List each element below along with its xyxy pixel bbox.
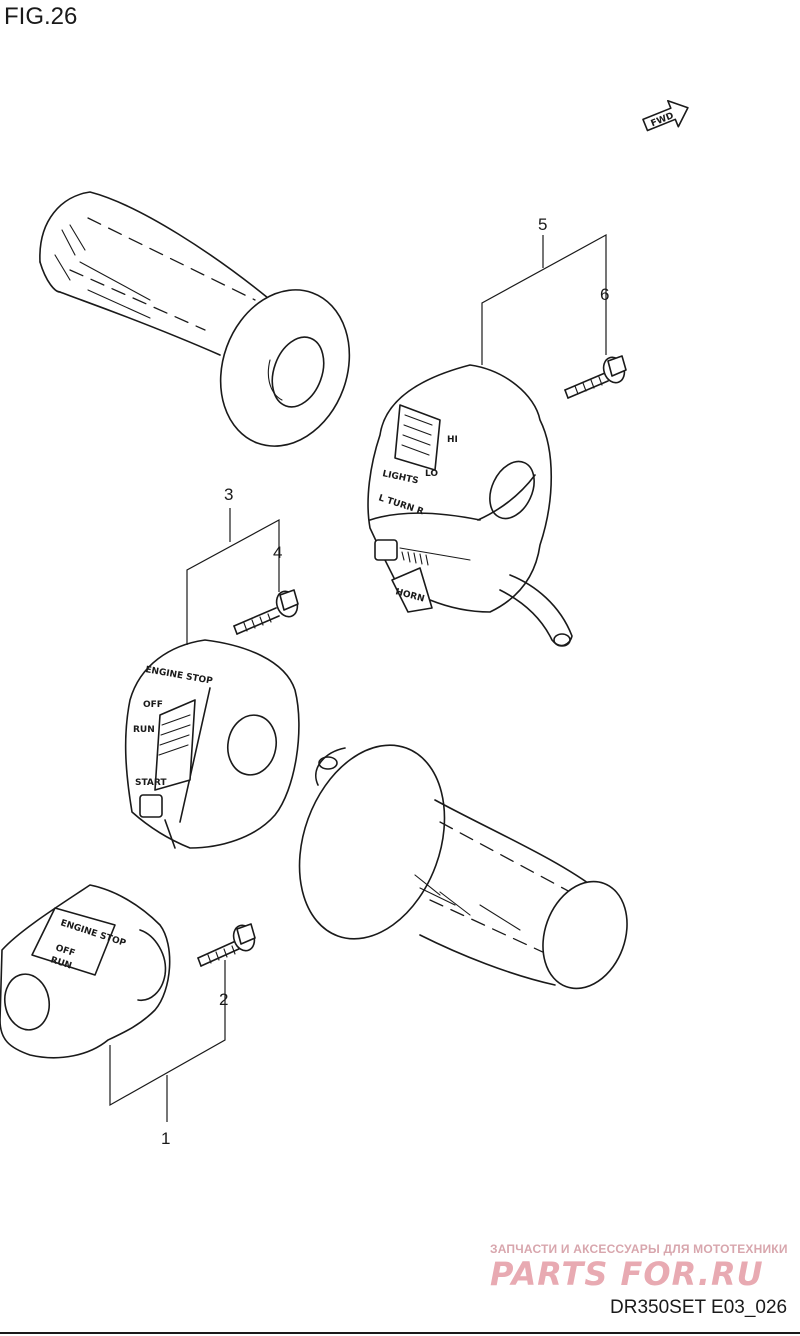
leader-3-4	[186, 518, 280, 645]
run-label-mid: RUN	[133, 725, 155, 735]
figure-title: FIG.26	[4, 3, 77, 30]
engine-stop-switch-assembly: ENGINE STOP OFF RUN START	[124, 639, 300, 849]
watermark-tagline: ЗАПЧАСТИ И АКСЕССУАРЫ ДЛЯ МОТОТЕХНИКИ	[490, 1242, 788, 1256]
fwd-label: FWD	[650, 111, 676, 129]
callout-6: 6	[600, 285, 609, 304]
callout-3: 3	[224, 485, 233, 504]
leader-5-6	[481, 233, 607, 365]
start-label-mid: START	[135, 778, 167, 788]
figure-code: DR350SET E03_026	[610, 1297, 787, 1318]
watermark-brand: PARTS FOR.RU	[490, 1255, 764, 1293]
callout-5: 5	[538, 215, 547, 234]
screw-4	[233, 589, 299, 635]
callout-1: 1	[161, 1129, 170, 1148]
right-handlebar-grip	[298, 744, 628, 990]
screw-6	[564, 355, 627, 399]
callout-4: 4	[273, 543, 282, 562]
callout-2: 2	[219, 990, 228, 1009]
forward-arrow-icon: FWD	[642, 99, 689, 132]
hi-label: HI	[447, 435, 458, 445]
right-handlebar-switch: LIGHTS HI LO L TURN R HORN	[367, 364, 573, 647]
left-handlebar-grip	[39, 191, 351, 447]
lo-label: LO	[425, 469, 438, 479]
lower-switch-housing: ENGINE STOP OFF RUN	[0, 884, 171, 1059]
screw-2	[197, 923, 256, 967]
leader-1-2	[109, 960, 226, 1107]
off-label-mid: OFF	[143, 700, 163, 710]
